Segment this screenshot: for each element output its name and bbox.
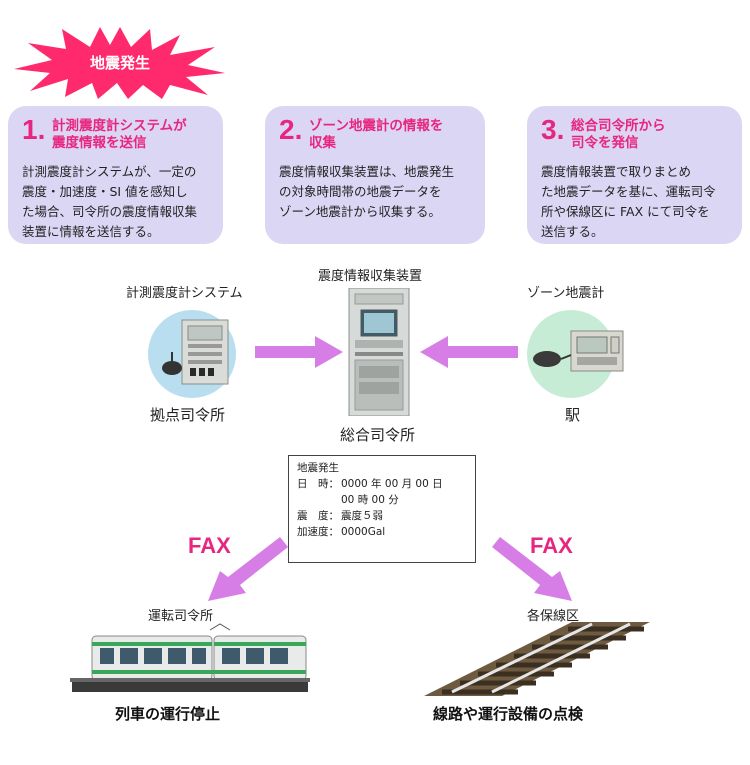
train-icon (70, 623, 310, 692)
step-2-box: 2. ゾーン地震計の情報を 収集 震度情報収集装置は、地震発生 の対象時間帯の地… (265, 106, 485, 244)
step-3-box: 3. 総合司令所から 司令を発信 震度情報装置で取りまとめ た地震データを基に、… (527, 106, 742, 244)
arrow-right (255, 336, 343, 368)
info-title: 地震発生 (297, 462, 339, 474)
step-2-number: 2. (279, 114, 303, 145)
step-2-body: 震度情報収集装置は、地震発生 の対象時間帯の地震データを ゾーン地震計から収集す… (279, 164, 455, 219)
step-3-number: 3. (541, 114, 565, 145)
label-collection-device: 震度情報収集装置 (318, 269, 423, 284)
label-base-command: 拠点司令所 (150, 406, 226, 424)
burst-label: 地震発生 (89, 54, 150, 72)
result-track-inspection: 線路や運行設備の点検 (433, 705, 584, 723)
step-2-title: ゾーン地震計の情報を 収集 (309, 118, 444, 151)
info-row-intensity: 震 度：震度５弱 (297, 510, 383, 522)
label-seismometer-system: 計測震度計システム (126, 286, 243, 301)
arrow-left (420, 336, 518, 368)
label-general-command: 総合司令所 (340, 426, 416, 444)
collection-device-icon (348, 288, 410, 416)
fax-left-label: FAX (188, 533, 231, 558)
label-station: 駅 (565, 406, 581, 424)
step-1-number: 1. (22, 114, 46, 145)
fax-arrow-right (492, 537, 572, 601)
label-train-command: 運転司令所 (148, 609, 214, 624)
seismometer-device-icon (162, 319, 229, 385)
step-1-title: 計測震度計システムが 震度情報を送信 (52, 118, 187, 151)
step-1-body: 計測震度計システムが、一定の 震度・加速度・SI 値を感知し た場合、司令所の震… (22, 164, 198, 239)
fax-right-label: FAX (530, 533, 573, 558)
info-row-datetime: 日 時：0000 年 00 月 00 日 (297, 478, 443, 490)
step-3-title: 総合司令所から 司令を発信 (571, 118, 666, 151)
zone-seismometer-icon (533, 330, 624, 372)
earthquake-info-box: 地震発生 日 時：0000 年 00 月 00 日 00 時 00 分 震 度：… (288, 455, 476, 563)
earthquake-burst (14, 27, 225, 99)
label-maintenance-section: 各保線区 (527, 609, 580, 624)
fax-arrow-left (208, 537, 288, 601)
info-row-acceleration: 加速度：0000Gal (297, 526, 386, 538)
step-3-body: 震度情報装置で取りまとめ た地震データを基に、運転司令 所や保線区に FAX に… (541, 164, 716, 239)
step-1-box: 1. 計測震度計システムが 震度情報を送信 計測震度計システムが、一定の 震度・… (8, 106, 223, 244)
railway-track-icon (424, 622, 650, 696)
result-train-stop: 列車の運行停止 (115, 705, 221, 723)
info-row-time: 00 時 00 分 (341, 494, 399, 506)
label-zone-seismometer: ゾーン地震計 (527, 286, 605, 301)
